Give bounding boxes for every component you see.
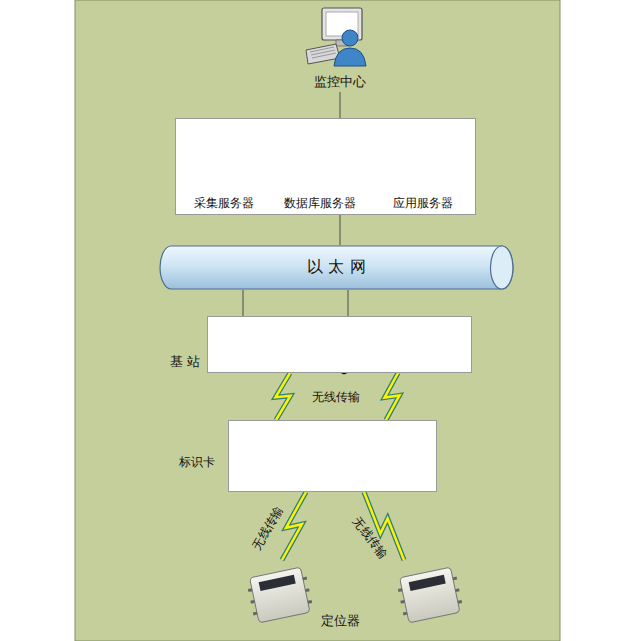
server-node: 采集服务器 [179, 126, 269, 212]
wire-line [340, 215, 341, 245]
wireless-label: 无线传输 [250, 504, 286, 553]
tag-card-panel: 标识卡 [228, 420, 437, 492]
server-node: 数据库服务器 [266, 126, 374, 212]
locator-group: 定位器 [236, 560, 444, 632]
green-ground [75, 0, 560, 641]
wireless-label: 无线传输 [312, 390, 360, 404]
node-label: 数据库服务器 [266, 196, 374, 210]
node-label: 基 站 [170, 354, 200, 370]
wire-line [340, 92, 341, 118]
node-label: 采集服务器 [179, 196, 269, 210]
node-label: 监控中心 [296, 74, 384, 90]
monitor-icon [306, 8, 366, 66]
server-panel: 采集服务器数据库服务器应用服务器 [175, 118, 476, 215]
wireless-label: 无线传输 [350, 515, 391, 562]
node-label: 定位器 [236, 613, 444, 629]
node-label: 标识卡 [179, 455, 215, 469]
locator-device [396, 566, 464, 623]
monitor-center: 监控中心 [296, 4, 384, 92]
node-label: 应用服务器 [374, 196, 472, 210]
locator-device [246, 566, 314, 623]
node-label: 以 太 网 [159, 257, 514, 276]
base-station-panel: 基 站 [207, 316, 472, 373]
wireless-bolt [385, 373, 400, 420]
ethernet-bus: 以 太 网 [159, 245, 514, 290]
server-node: 应用服务器 [374, 126, 472, 212]
wireless-bolt [282, 492, 306, 560]
wire-line [348, 290, 349, 316]
wireless-bolt [276, 373, 291, 420]
wire-line [243, 290, 244, 316]
